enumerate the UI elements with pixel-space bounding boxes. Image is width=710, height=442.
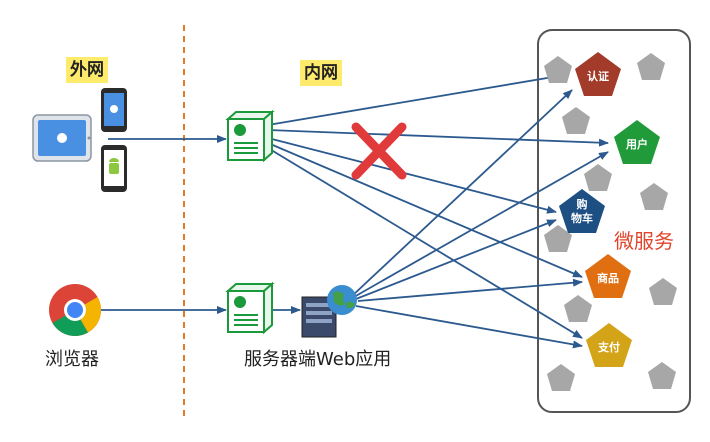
server-app-caption: 服务器端Web应用 [244, 349, 392, 370]
cart-service-label: 购 物车 [571, 198, 593, 225]
user-service-node [614, 120, 660, 164]
nginx-gateway-icon [225, 109, 275, 163]
link-server-to-goods [357, 278, 583, 302]
tablet-apple-icon [32, 114, 92, 162]
link-server-to-auth [351, 89, 573, 297]
internal-network-label: 内网 [300, 60, 342, 86]
web-server-icon [301, 285, 357, 338]
cart-service-node [559, 189, 605, 233]
android-phone-icon [101, 145, 127, 192]
browser-caption: 浏览器 [45, 349, 99, 370]
link-server-to-pay [355, 305, 583, 349]
link-server-to-user [353, 151, 609, 298]
link-gateway-to-cart [267, 137, 557, 214]
link-gateway-to-user [267, 129, 609, 147]
blocked-x-icon [351, 122, 407, 180]
iphone-icon [101, 88, 127, 132]
connections [100, 72, 609, 349]
pay-service-label: 支付 [598, 341, 620, 354]
microservices-container [537, 29, 691, 413]
link-gateway-to-pay [267, 147, 583, 339]
link-gateway-to-goods [267, 142, 583, 278]
auth-service-label: 认证 [587, 70, 609, 83]
auth-service-node [575, 52, 621, 96]
pay-service-node [586, 323, 632, 367]
link-server-to-cart [355, 219, 557, 300]
chrome-browser-icon [49, 284, 101, 336]
nginx-gateway-icon [225, 281, 275, 335]
user-service-label: 用户 [626, 138, 648, 151]
goods-service-label: 商品 [597, 272, 619, 285]
placeholder-services [544, 53, 677, 391]
goods-service-node [585, 254, 631, 298]
external-network-label: 外网 [66, 57, 108, 83]
microservices-title: 微服务 [614, 229, 674, 253]
link-gateway-to-auth [267, 72, 566, 126]
